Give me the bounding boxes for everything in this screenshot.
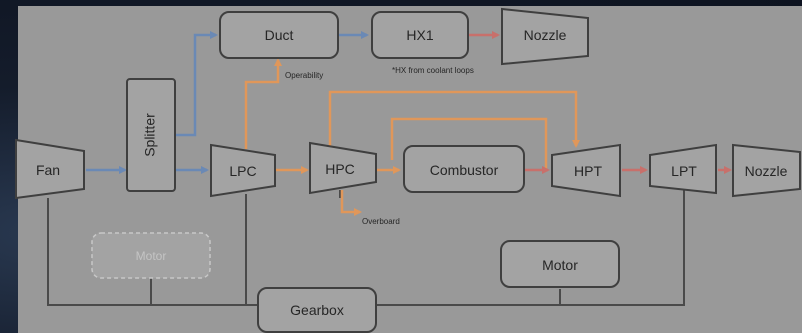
motor-ghost-block: Motor — [91, 232, 211, 279]
splitter-label: Splitter — [142, 113, 158, 157]
hpt-block: HPT — [551, 143, 621, 198]
lpt-block: LPT — [649, 143, 717, 195]
hpc-block: HPC — [309, 141, 377, 195]
hpt-label: HPT — [574, 163, 602, 179]
bleed-flow-arrows — [244, 58, 580, 216]
hot-flow-arrows — [468, 31, 732, 174]
overboard-annotation: Overboard — [362, 217, 400, 226]
nozzle-main-block: Nozzle — [732, 143, 801, 198]
combustor-label: Combustor — [430, 162, 499, 178]
splitter-block: Splitter — [126, 78, 176, 192]
nozzle-main-label: Nozzle — [745, 163, 788, 179]
duct-label: Duct — [265, 27, 294, 43]
bypass-flow-arrows — [86, 31, 369, 174]
motor-label: Motor — [542, 257, 578, 273]
fan-label: Fan — [36, 162, 60, 178]
hx1-block: HX1 — [371, 11, 469, 59]
motor-ghost-label: Motor — [136, 249, 167, 263]
combustor-block: Combustor — [403, 145, 525, 193]
gearbox-label: Gearbox — [290, 302, 344, 318]
nozzle-top-block: Nozzle — [501, 7, 589, 66]
lpc-block: LPC — [210, 143, 276, 198]
lpt-label: LPT — [671, 163, 697, 179]
motor-block: Motor — [500, 240, 620, 288]
hx1-label: HX1 — [406, 27, 433, 43]
duct-block: Duct — [219, 11, 339, 59]
nozzle-top-label: Nozzle — [524, 27, 567, 43]
lpc-label: LPC — [229, 163, 256, 179]
operability-annotation: Operability — [285, 71, 323, 80]
shaft-lines — [47, 190, 685, 306]
hx-note-annotation: *HX from coolant loops — [392, 66, 474, 75]
fan-block: Fan — [15, 138, 85, 200]
hpc-label: HPC — [325, 161, 355, 177]
gearbox-block: Gearbox — [257, 287, 377, 333]
